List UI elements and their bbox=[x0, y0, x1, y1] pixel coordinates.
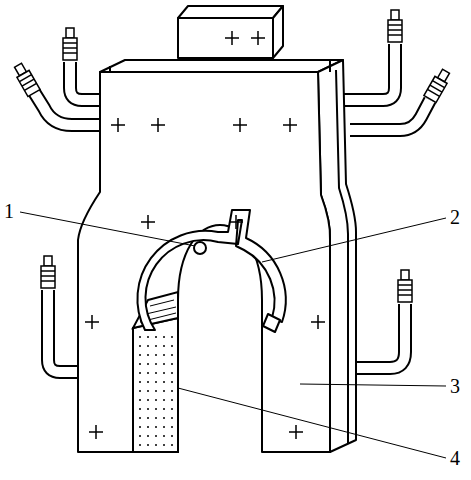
top-block bbox=[178, 6, 283, 58]
screw-cross bbox=[311, 315, 325, 329]
leader-lines bbox=[20, 212, 446, 458]
pipe-fill bbox=[350, 304, 405, 368]
screw-cross bbox=[251, 31, 265, 45]
screw-cross bbox=[111, 118, 125, 132]
screw-cross bbox=[151, 118, 165, 132]
hose-fitting bbox=[41, 256, 55, 288]
callout-number: 4 bbox=[450, 448, 460, 468]
inductor-coil bbox=[137, 210, 285, 332]
hose-fitting bbox=[63, 28, 77, 60]
screw-cross bbox=[89, 425, 103, 439]
coil-joint bbox=[194, 242, 206, 254]
screw-cross bbox=[233, 118, 247, 132]
callout-number: 2 bbox=[450, 207, 460, 227]
screw-cross bbox=[289, 425, 303, 439]
screw-cross bbox=[283, 118, 297, 132]
pipe-outline bbox=[350, 304, 405, 368]
magnetic-yoke bbox=[78, 60, 356, 452]
callout-number: 3 bbox=[450, 376, 460, 396]
screw-cross bbox=[141, 215, 155, 229]
screw-cross bbox=[85, 315, 99, 329]
hose-fitting bbox=[424, 68, 452, 103]
hose-fitting bbox=[388, 10, 402, 42]
pipe-fill bbox=[350, 100, 430, 130]
screw-marks bbox=[85, 31, 325, 439]
screw-cross bbox=[225, 31, 239, 45]
callout-number: 1 bbox=[4, 201, 14, 221]
screw-cross bbox=[229, 215, 243, 229]
hose-fitting bbox=[12, 62, 40, 97]
hose-fitting bbox=[398, 270, 412, 302]
